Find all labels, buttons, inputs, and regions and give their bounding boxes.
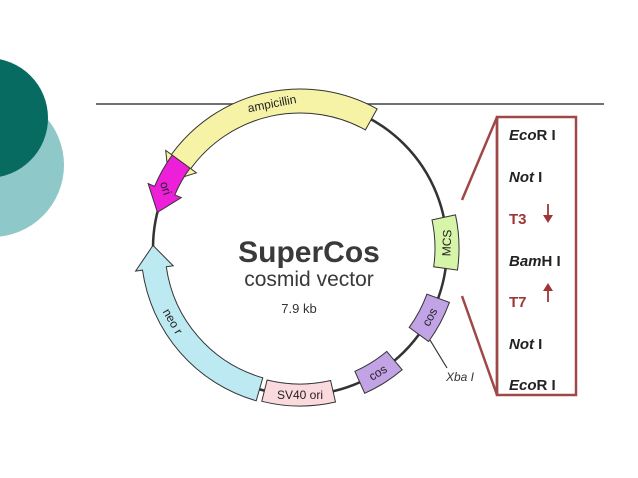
mcs-site-t7: T7 bbox=[509, 294, 527, 311]
mcs-expansion-lines bbox=[460, 116, 499, 396]
ori-label: ori bbox=[157, 180, 174, 197]
mcs-site-box bbox=[495, 115, 578, 397]
cos-site-upper bbox=[408, 293, 451, 343]
xba-label: Xba I bbox=[445, 370, 475, 384]
vector-size: 7.9 kb bbox=[281, 301, 316, 316]
vector-name: SuperCos bbox=[238, 236, 380, 269]
mcs-site-t3: T3 bbox=[509, 211, 527, 228]
mcs-site-noti-top: Not I bbox=[509, 169, 542, 186]
mcs-site-ecori-bottom: EcoR I bbox=[509, 377, 556, 394]
mcs-site-list: EcoR I Not I T3 BamH I T7 Not I EcoR I bbox=[509, 127, 561, 394]
cos-site-lower bbox=[354, 350, 403, 394]
decor-circle-dark bbox=[0, 59, 48, 177]
neo-resistance-gene bbox=[134, 244, 264, 402]
vector-subtitle: cosmid vector bbox=[244, 268, 374, 291]
sv40-label: SV40 ori bbox=[277, 388, 323, 402]
mcs-box bbox=[431, 214, 460, 271]
ori-element bbox=[147, 154, 191, 214]
mcs-site-ecori-top: EcoR I bbox=[509, 127, 556, 144]
mcs-site-bamhi: BamH I bbox=[509, 253, 561, 270]
t3-down-arrow-icon bbox=[543, 204, 553, 223]
sv40-ori-element bbox=[261, 379, 337, 407]
ampicillin-gene bbox=[165, 88, 378, 182]
xba-pointer bbox=[429, 339, 448, 369]
mcs-site-noti-bottom: Not I bbox=[509, 336, 542, 353]
t7-up-arrow-icon bbox=[543, 283, 553, 302]
mcs-label: MCS bbox=[439, 229, 454, 256]
